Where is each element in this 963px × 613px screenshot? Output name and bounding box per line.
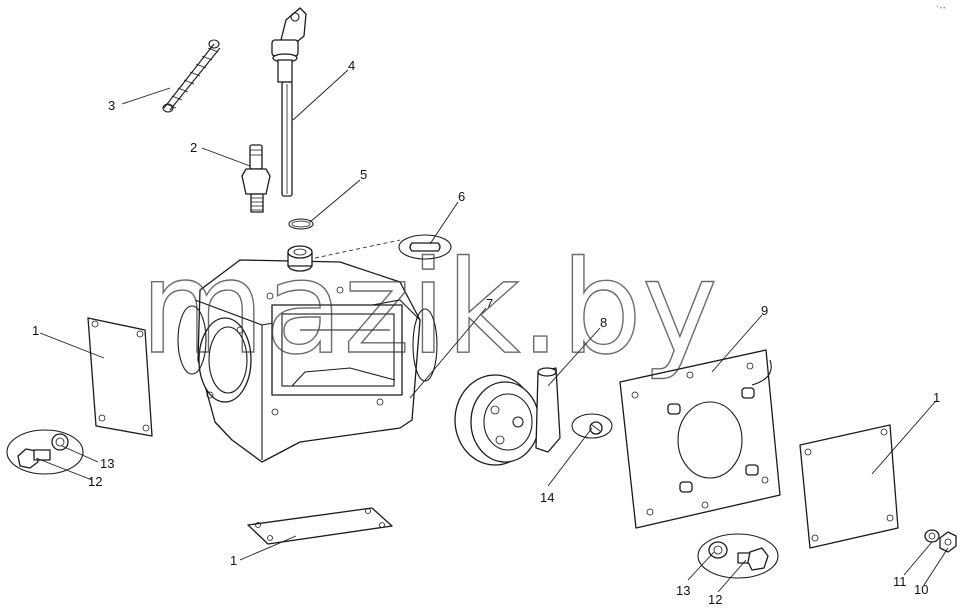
callout-11: 11: [893, 574, 907, 589]
callout-4: 4: [348, 58, 355, 73]
fitting-part: [241, 144, 271, 213]
callout-2: 2: [190, 140, 197, 155]
spring-part: [162, 39, 221, 113]
callout-1-right: 1: [933, 390, 940, 405]
callout-3: 3: [108, 98, 115, 113]
gasket-right: [799, 424, 899, 549]
pulley-part: [454, 367, 561, 466]
cover-plate-part: [619, 349, 781, 529]
pin-part: [398, 234, 452, 260]
gasket-left: [87, 317, 153, 437]
callout-10: 10: [914, 582, 928, 597]
callout-13-left: 13: [100, 456, 114, 471]
bolt-washer-left: [6, 429, 84, 475]
screw-part-14: [571, 413, 613, 439]
callout-12-left: 12: [88, 474, 102, 489]
o-ring-part: [288, 218, 314, 230]
callout-7: 7: [486, 296, 493, 311]
callout-12-right: 12: [708, 592, 722, 607]
housing-part: [177, 239, 438, 463]
callout-13-right: 13: [676, 583, 690, 598]
callout-14: 14: [540, 490, 554, 505]
callout-8: 8: [600, 315, 607, 330]
callout-5: 5: [360, 167, 367, 182]
watermark: mazik.by: [140, 234, 718, 383]
bolt-washer-right: [697, 533, 779, 579]
corner-mark: °••: [936, 5, 946, 12]
nut-washer: [924, 529, 957, 553]
callout-6: 6: [458, 189, 465, 204]
callout-9: 9: [761, 303, 768, 318]
callout-1-left: 1: [32, 323, 39, 338]
callout-1-bottom: 1: [230, 553, 237, 568]
callout-labels: 3 2 4 5 6 7 8 9 1 1 1 13 12 14 13 12 11 …: [32, 58, 940, 607]
leader-lines: [35, 69, 949, 593]
control-rod-part: [271, 7, 307, 197]
gasket-bottom: [247, 507, 393, 545]
